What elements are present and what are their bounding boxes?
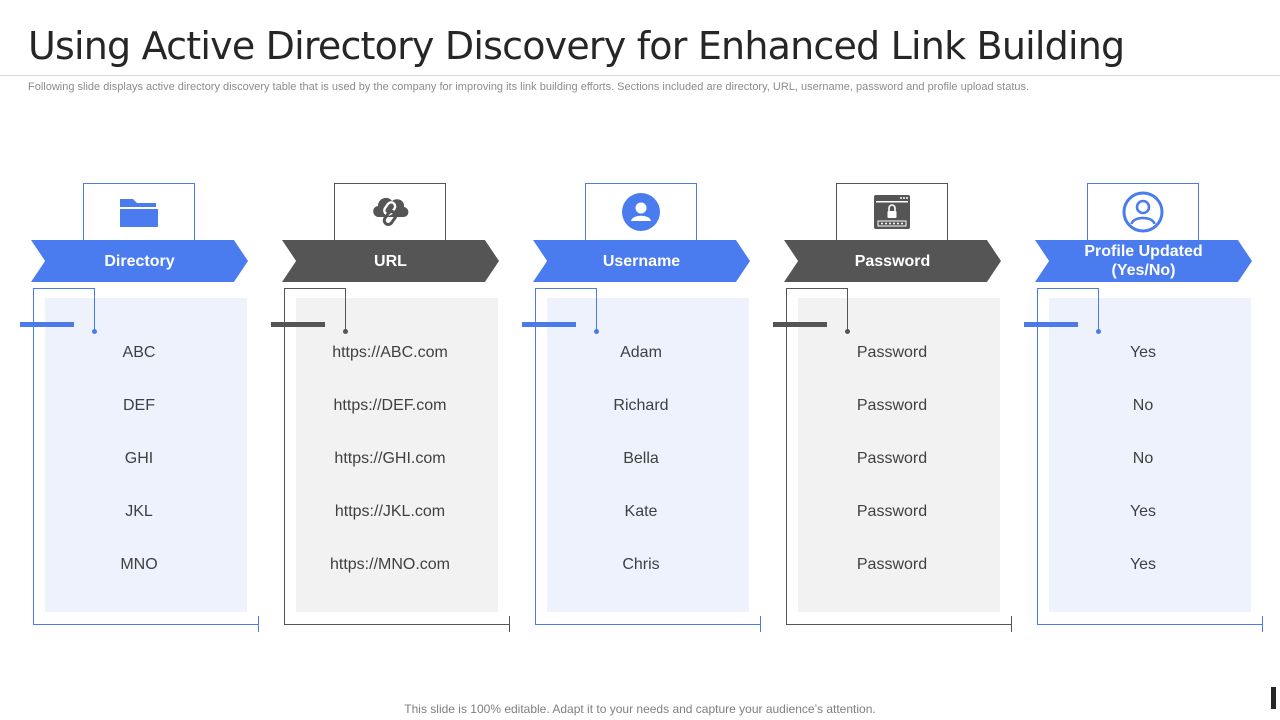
accent-bar: [20, 322, 74, 327]
column-panel: [296, 298, 498, 612]
column-rows: Yes No No Yes Yes: [1049, 338, 1237, 603]
list-item: Adam: [620, 344, 662, 361]
column-header: URL: [282, 240, 499, 282]
column-directory: Directory ABC DEF GHI JKL MNO: [20, 183, 271, 633]
column-header: Password: [784, 240, 1001, 282]
title-divider: [0, 75, 1280, 76]
outline-line: [1037, 624, 1263, 625]
footer-note: This slide is 100% editable. Adapt it to…: [404, 702, 876, 716]
list-item: Kate: [624, 503, 658, 520]
list-item: Password: [856, 397, 928, 414]
list-item: Yes: [1129, 556, 1157, 573]
connector-line: [786, 288, 848, 289]
connector-dot: [92, 329, 97, 334]
icon-box: [334, 183, 446, 240]
connector-line: [1098, 288, 1099, 330]
outline-line: [1037, 288, 1038, 625]
list-item: https://MNO.com: [329, 556, 451, 573]
outline-line: [1011, 616, 1012, 632]
list-item: JKL: [125, 503, 153, 520]
outline-line: [284, 624, 510, 625]
column-username: Username Adam Richard Bella Kate Chris: [522, 183, 773, 633]
list-item: Password: [856, 556, 928, 573]
outline-line: [535, 288, 536, 625]
list-item: Chris: [622, 556, 660, 573]
column-url: URL https://ABC.com https://DEF.com http…: [271, 183, 522, 633]
outline-line: [786, 288, 787, 625]
column-panel: [798, 298, 1000, 612]
outline-line: [33, 624, 259, 625]
connector-line: [535, 288, 597, 289]
cloud-link-icon: [373, 197, 409, 226]
column-profile-updated: Profile Updated (Yes/No) Yes No No Yes Y…: [1024, 183, 1275, 633]
column-rows: Password Password Password Password Pass…: [798, 338, 986, 603]
slide-title: Using Active Directory Discovery for Enh…: [28, 24, 1125, 68]
list-item: Yes: [1129, 344, 1157, 361]
column-password: Password Password Password Password Pass…: [773, 183, 1024, 633]
list-item: Richard: [613, 397, 669, 414]
connector-line: [94, 288, 95, 330]
outline-line: [786, 624, 1012, 625]
list-item: https://GHI.com: [334, 450, 446, 467]
icon-box: [836, 183, 948, 240]
connector-dot: [594, 329, 599, 334]
accent-bar: [773, 322, 827, 327]
icon-box: [83, 183, 195, 240]
connector-dot: [845, 329, 850, 334]
outline-line: [284, 288, 285, 625]
connector-dot: [1096, 329, 1101, 334]
accent-bar: [1024, 322, 1078, 327]
connector-line: [33, 288, 95, 289]
connector-line: [345, 288, 346, 330]
connector-dot: [343, 329, 348, 334]
list-item: Password: [856, 344, 928, 361]
icon-box: [585, 183, 697, 240]
column-rows: ABC DEF GHI JKL MNO: [45, 338, 233, 603]
column-rows: Adam Richard Bella Kate Chris: [547, 338, 735, 603]
slide-subtitle: Following slide displays active director…: [28, 81, 1030, 93]
icon-box: [1087, 183, 1199, 240]
list-item: ABC: [122, 344, 156, 361]
connector-line: [847, 288, 848, 330]
column-panel: [547, 298, 749, 612]
list-item: https://ABC.com: [332, 344, 448, 361]
profile-circle-icon: [1122, 191, 1164, 233]
list-item: Bella: [623, 450, 659, 467]
list-item: No: [1132, 450, 1154, 467]
connector-line: [1037, 288, 1099, 289]
outline-line: [1262, 616, 1263, 632]
column-rows: https://ABC.com https://DEF.com https://…: [296, 338, 484, 603]
accent-bar: [271, 322, 325, 327]
column-header: Username: [533, 240, 750, 282]
outline-line: [760, 616, 761, 632]
column-header: Directory: [31, 240, 248, 282]
list-item: GHI: [124, 450, 154, 467]
list-item: https://JKL.com: [334, 503, 446, 520]
list-item: DEF: [123, 397, 155, 414]
connector-line: [284, 288, 346, 289]
outline-line: [535, 624, 761, 625]
corner-marker: [1271, 687, 1276, 709]
outline-line: [33, 288, 34, 625]
accent-bar: [522, 322, 576, 327]
list-item: MNO: [120, 556, 158, 573]
list-item: https://DEF.com: [333, 397, 447, 414]
column-panel: [45, 298, 247, 612]
outline-line: [258, 616, 259, 632]
password-window-icon: [874, 195, 910, 229]
connector-line: [596, 288, 597, 330]
column-header: Profile Updated (Yes/No): [1035, 240, 1252, 282]
column-panel: [1049, 298, 1251, 612]
list-item: Password: [856, 450, 928, 467]
list-item: No: [1132, 397, 1154, 414]
outline-line: [509, 616, 510, 632]
list-item: Password: [856, 503, 928, 520]
user-icon: [622, 193, 660, 231]
list-item: Yes: [1129, 503, 1157, 520]
folder-icon: [120, 199, 158, 227]
